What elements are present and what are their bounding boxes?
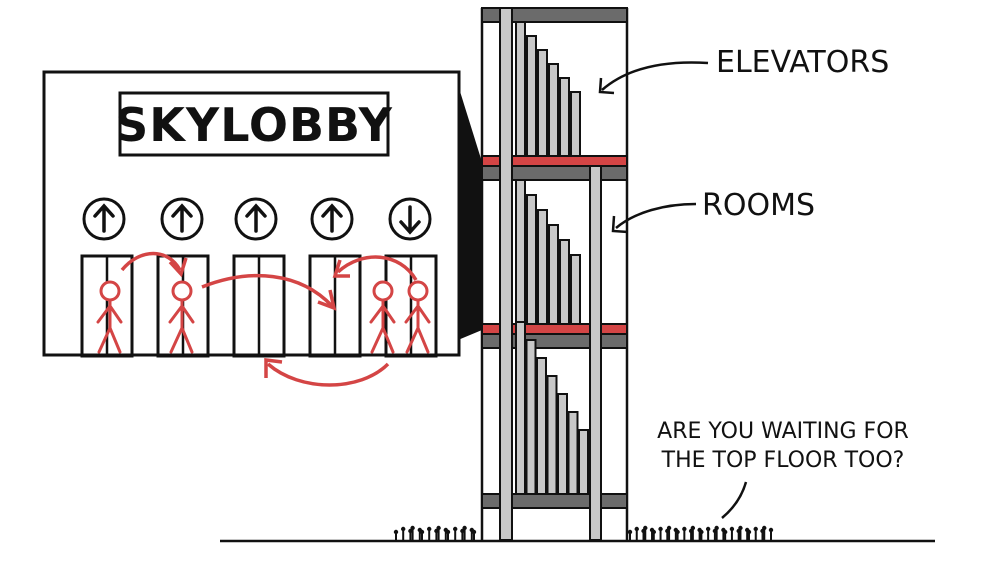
stick-figure	[404, 280, 431, 354]
tiny-person-head	[627, 529, 633, 535]
local-elevator-shaft	[557, 393, 568, 495]
movement-arrows	[120, 251, 418, 387]
arrowhead-5-to-4	[332, 259, 350, 278]
local-elevator-shaft	[578, 429, 589, 495]
tiny-person-head	[682, 526, 687, 532]
tiny-person-head	[401, 526, 406, 532]
tiny-person-head	[675, 529, 680, 535]
arrow-1-to-2	[120, 251, 182, 272]
local-elevator-shaft	[567, 411, 579, 495]
local-elevator-shaft	[559, 77, 570, 157]
tiny-person-head	[738, 525, 743, 531]
local-elevator-shaft	[548, 224, 559, 325]
label-rooms-group: ROOMS	[611, 188, 815, 234]
local-elevators-middle	[515, 179, 581, 325]
tiny-person-head	[746, 529, 752, 535]
arrowhead-bottom-loop	[264, 358, 283, 378]
pointer-rooms	[615, 202, 697, 229]
tiny-person-head	[393, 529, 399, 535]
speech-line-2: THE TOP FLOOR TOO?	[661, 448, 905, 473]
tiny-person-head	[666, 525, 672, 531]
tiny-person-head	[729, 526, 735, 532]
local-elevator-shaft	[548, 63, 559, 157]
down-arrow-icon	[388, 197, 432, 241]
callout-connector	[458, 85, 482, 340]
tower	[480, 7, 629, 541]
skylobby-callout: SKYLOBBY	[42, 70, 482, 387]
call-buttons	[82, 197, 432, 241]
local-elevator-shaft	[526, 194, 537, 325]
local-elevator-shaft	[537, 209, 548, 325]
express-shaft-left	[499, 7, 513, 541]
local-elevator-shaft	[537, 49, 548, 157]
stick-figure	[168, 280, 195, 354]
stick-figure	[96, 280, 123, 354]
local-elevator-shaft	[515, 21, 526, 157]
elevator-door	[80, 254, 134, 358]
speech-tail	[721, 481, 748, 519]
up-arrow-icon	[160, 197, 204, 241]
crowd-right	[627, 525, 774, 541]
tiny-person-head	[768, 527, 774, 533]
tiny-person-head	[643, 525, 648, 531]
local-elevator-shaft	[536, 357, 547, 495]
local-elevator-shaft	[559, 239, 570, 325]
arrow-2-to-4	[201, 273, 334, 308]
local-elevator-shaft	[570, 254, 581, 325]
arrow-bottom-loop	[266, 362, 390, 387]
tiny-person-head	[419, 529, 425, 535]
tiny-person-head	[427, 526, 432, 532]
speech-line-1: ARE YOU WAITING FOR	[657, 419, 909, 444]
tiny-person-head	[714, 525, 719, 531]
tiny-person-head	[445, 529, 451, 535]
tiny-person-head	[462, 525, 467, 531]
up-arrow-icon	[234, 197, 278, 241]
local-elevator-shaft	[570, 91, 581, 157]
skylobby-sign	[118, 91, 390, 157]
tiny-person-head	[705, 526, 711, 532]
label-elevators: ELEVATORS	[716, 45, 889, 80]
local-elevator-shaft	[525, 339, 537, 495]
crowd-left	[393, 525, 477, 541]
arrowhead-1-to-2	[168, 257, 188, 278]
label-rooms: ROOMS	[702, 188, 815, 223]
up-arrow-icon	[82, 197, 126, 241]
tiny-person-head	[658, 526, 663, 532]
arrowhead-2-to-4	[317, 289, 337, 311]
elevator-door	[232, 254, 286, 358]
tiny-person-head	[453, 526, 458, 532]
local-elevator-shaft	[515, 179, 526, 325]
label-elevators-group: ELEVATORS	[598, 45, 889, 95]
tiny-person-head	[634, 526, 639, 532]
tiny-person-head	[651, 529, 656, 535]
tiny-person-head	[410, 525, 415, 531]
pointer-rooms-head	[611, 215, 629, 234]
tiny-person-head	[699, 529, 704, 535]
tiny-person-head	[722, 529, 728, 535]
local-elevators-lower	[515, 321, 589, 495]
local-elevator-shaft	[546, 375, 558, 495]
tiny-person-head	[753, 526, 758, 532]
waiting-people	[96, 280, 431, 354]
roof-slab	[481, 7, 628, 23]
skylobby-sign-text: SKYLOBBY	[115, 98, 393, 152]
tiny-person-head	[690, 525, 696, 531]
local-elevators-upper	[515, 21, 581, 157]
local-elevator-shaft	[526, 35, 537, 157]
pointer-elevators	[601, 61, 709, 91]
up-arrow-icon	[310, 197, 354, 241]
stick-figure	[369, 280, 396, 354]
tiny-person-head	[471, 529, 477, 535]
local-elevator-shaft	[515, 321, 526, 495]
tiny-person-head	[762, 525, 767, 531]
arrow-5-to-4	[336, 255, 418, 281]
speech-bubble: ARE YOU WAITING FOR THE TOP FLOOR TOO?	[657, 419, 909, 519]
pointer-elevators-head	[598, 77, 615, 95]
express-shaft-right	[589, 165, 602, 541]
tiny-person-head	[436, 525, 441, 531]
